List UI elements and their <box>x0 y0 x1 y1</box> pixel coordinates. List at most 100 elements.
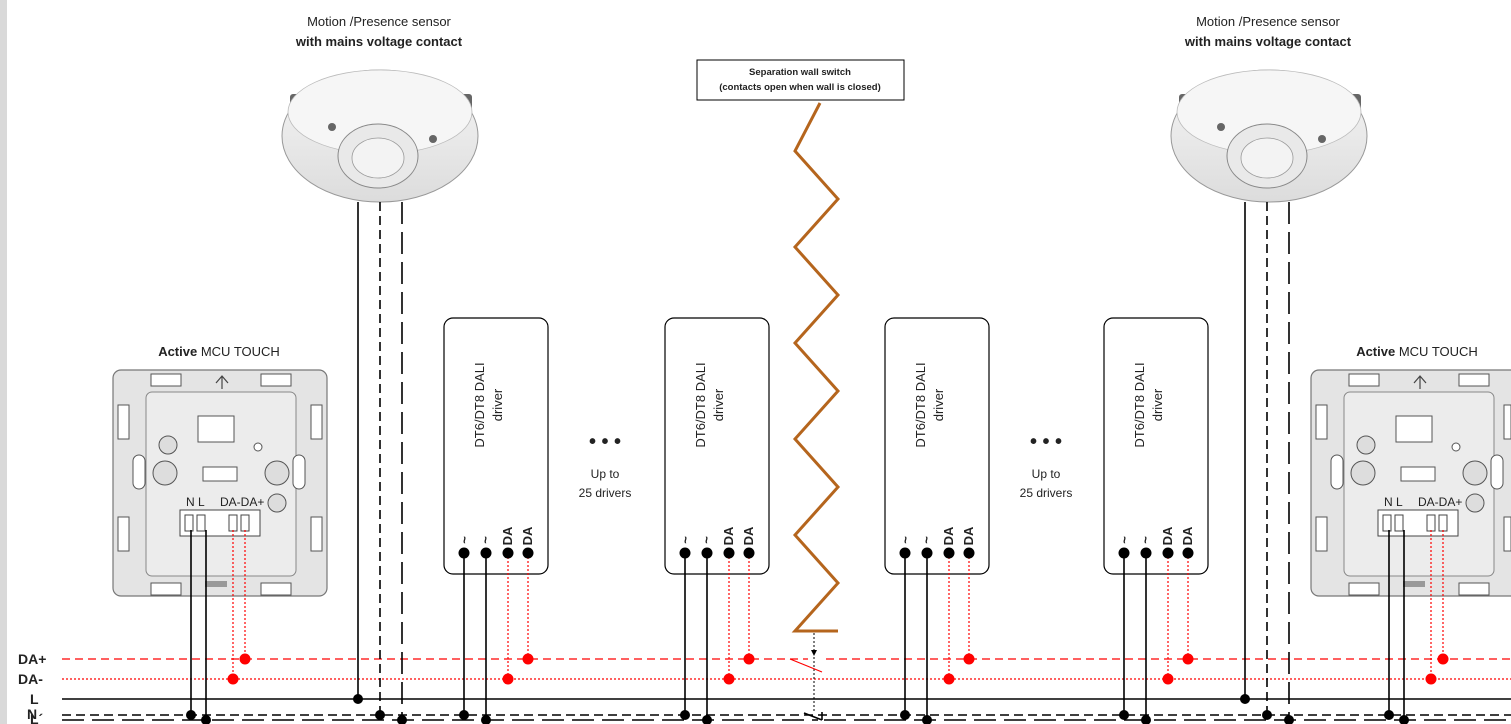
bus-label-n: N <box>27 706 37 722</box>
driver-terminal <box>679 547 691 559</box>
driver-terminal <box>743 547 755 559</box>
junction-dot <box>201 715 211 724</box>
controller-left-knob <box>264 460 290 486</box>
sensor-left-title: Motion /Presence sensor <box>307 14 451 29</box>
sensor-right-led-1 <box>1217 123 1225 131</box>
controller-left-terminal <box>196 514 206 532</box>
wall-switch-label-box <box>696 59 905 101</box>
driver-terminal-label: DA <box>741 526 756 545</box>
junction-dot <box>459 710 469 720</box>
driver-terminal-label: DA <box>500 526 515 545</box>
driver-terminal-label: ~ <box>478 536 493 544</box>
driver-terminal <box>522 547 534 559</box>
dali-junction-dot <box>239 653 251 665</box>
controller-right-knob <box>1350 460 1376 486</box>
controller-right-knob <box>1462 460 1488 486</box>
controller-right-slot <box>1315 516 1328 552</box>
left-margin <box>0 0 7 724</box>
controller-left: Active MCU TOUCH N L DA-DA+ <box>112 344 328 724</box>
driver-box <box>1103 317 1209 575</box>
driver-3: DT6/DT8 DALI driver ~ ~ DA DA <box>884 317 990 724</box>
ellipsis: • • • <box>1030 431 1062 453</box>
controller-right: Active MCU TOUCH N L DA-DA+ <box>1310 344 1511 724</box>
controller-right-connector <box>1400 466 1436 482</box>
driver-4: DT6/DT8 DALI driver ~ ~ DA DA <box>1103 317 1209 724</box>
controller-right-terminals-nl: N L <box>1384 495 1403 509</box>
controller-left-slot <box>150 373 182 387</box>
sensor-right-subtitle: with mains voltage contact <box>1184 34 1352 49</box>
controller-left-slot <box>310 516 323 552</box>
dali-junction-dot <box>963 653 975 665</box>
sensor-left-lens-inner <box>351 137 405 179</box>
driver-terminal <box>701 547 713 559</box>
wall-switch-arrow <box>811 650 817 656</box>
controller-right-slot <box>1315 404 1328 440</box>
driver-terminal-label: ~ <box>699 536 714 544</box>
up-to-label: Up to <box>591 467 620 481</box>
junction-dot <box>702 715 712 724</box>
driver-label: DT6/DT8 DALI <box>913 362 928 447</box>
driver-terminal-label: ~ <box>1138 536 1153 544</box>
dali-junction-dot <box>522 653 534 665</box>
driver-box <box>443 317 549 575</box>
controller-right-keyhole <box>1330 454 1344 490</box>
sensor-left-led-1 <box>328 123 336 131</box>
driver-label: DT6/DT8 DALI <box>693 362 708 447</box>
controller-left-terminals-nl: N L <box>186 495 205 509</box>
driver-label: DT6/DT8 DALI <box>472 362 487 447</box>
driver-2: DT6/DT8 DALI driver ~ ~ DA DA <box>664 317 770 724</box>
controller-right-slot <box>1503 516 1511 552</box>
controller-right-terminal <box>1438 514 1448 532</box>
driver-terminal <box>963 547 975 559</box>
junction-dot <box>900 710 910 720</box>
controller-left-display <box>197 415 235 443</box>
dali-junction-dot <box>943 673 955 685</box>
driver-terminal <box>458 547 470 559</box>
junction-dot <box>397 715 407 724</box>
separation-wall: Separation wall switch (contacts open wh… <box>696 59 905 721</box>
controller-right-knob <box>1465 493 1485 513</box>
driver-terminal <box>943 547 955 559</box>
driver-terminal-label: DA <box>941 526 956 545</box>
ellipsis: • • • <box>589 431 621 453</box>
controller-left-slot <box>260 373 292 387</box>
junction-dot <box>1399 715 1409 724</box>
wall-switch-title: Separation wall switch <box>749 67 851 78</box>
driver-box <box>884 317 990 575</box>
junction-dot <box>1240 694 1250 704</box>
controller-left-knob <box>158 435 178 455</box>
bus-label-l-prime: L´ <box>30 711 44 724</box>
sensor-right: Motion /Presence sensor with mains volta… <box>1170 14 1368 203</box>
driver-label: DT6/DT8 DALI <box>1132 362 1147 447</box>
controller-right-slot <box>1458 373 1490 387</box>
junction-dot <box>375 710 385 720</box>
up-to-count-label: 25 drivers <box>579 486 632 500</box>
junction-dot <box>680 710 690 720</box>
controller-right-terminal <box>1394 514 1404 532</box>
controller-left-bottom-slot <box>205 581 227 587</box>
bus-label-da-plus: DA+ <box>18 651 46 667</box>
driver-terminal <box>1182 547 1194 559</box>
sensor-left-subtitle: with mains voltage contact <box>295 34 463 49</box>
controller-left-knob <box>152 460 178 486</box>
controller-right-slot <box>1503 404 1511 440</box>
wall-switch-note: (contacts open when wall is closed) <box>719 82 881 93</box>
controller-left-terminal <box>228 514 238 532</box>
driver-terminal-label: DA <box>1160 526 1175 545</box>
driver-count-note-right: • • • Up to 25 drivers <box>1020 431 1073 500</box>
sensor-cables <box>353 202 1294 724</box>
sensor-right-title: Motion /Presence sensor <box>1196 14 1340 29</box>
driver-terminal-label: ~ <box>678 536 693 544</box>
controller-right-led <box>1451 442 1461 452</box>
bus-lines <box>62 658 1511 721</box>
controller-right-title: Active MCU TOUCH <box>1356 344 1478 359</box>
dali-junction-dot <box>1437 653 1449 665</box>
dali-junction-dot <box>723 673 735 685</box>
driver-sublabel: driver <box>711 388 726 421</box>
junction-dot <box>186 710 196 720</box>
driver-terminal-label: DA <box>520 526 535 545</box>
controller-right-terminal <box>1382 514 1392 532</box>
driver-terminal <box>921 547 933 559</box>
driver-terminal-label: DA <box>1180 526 1195 545</box>
